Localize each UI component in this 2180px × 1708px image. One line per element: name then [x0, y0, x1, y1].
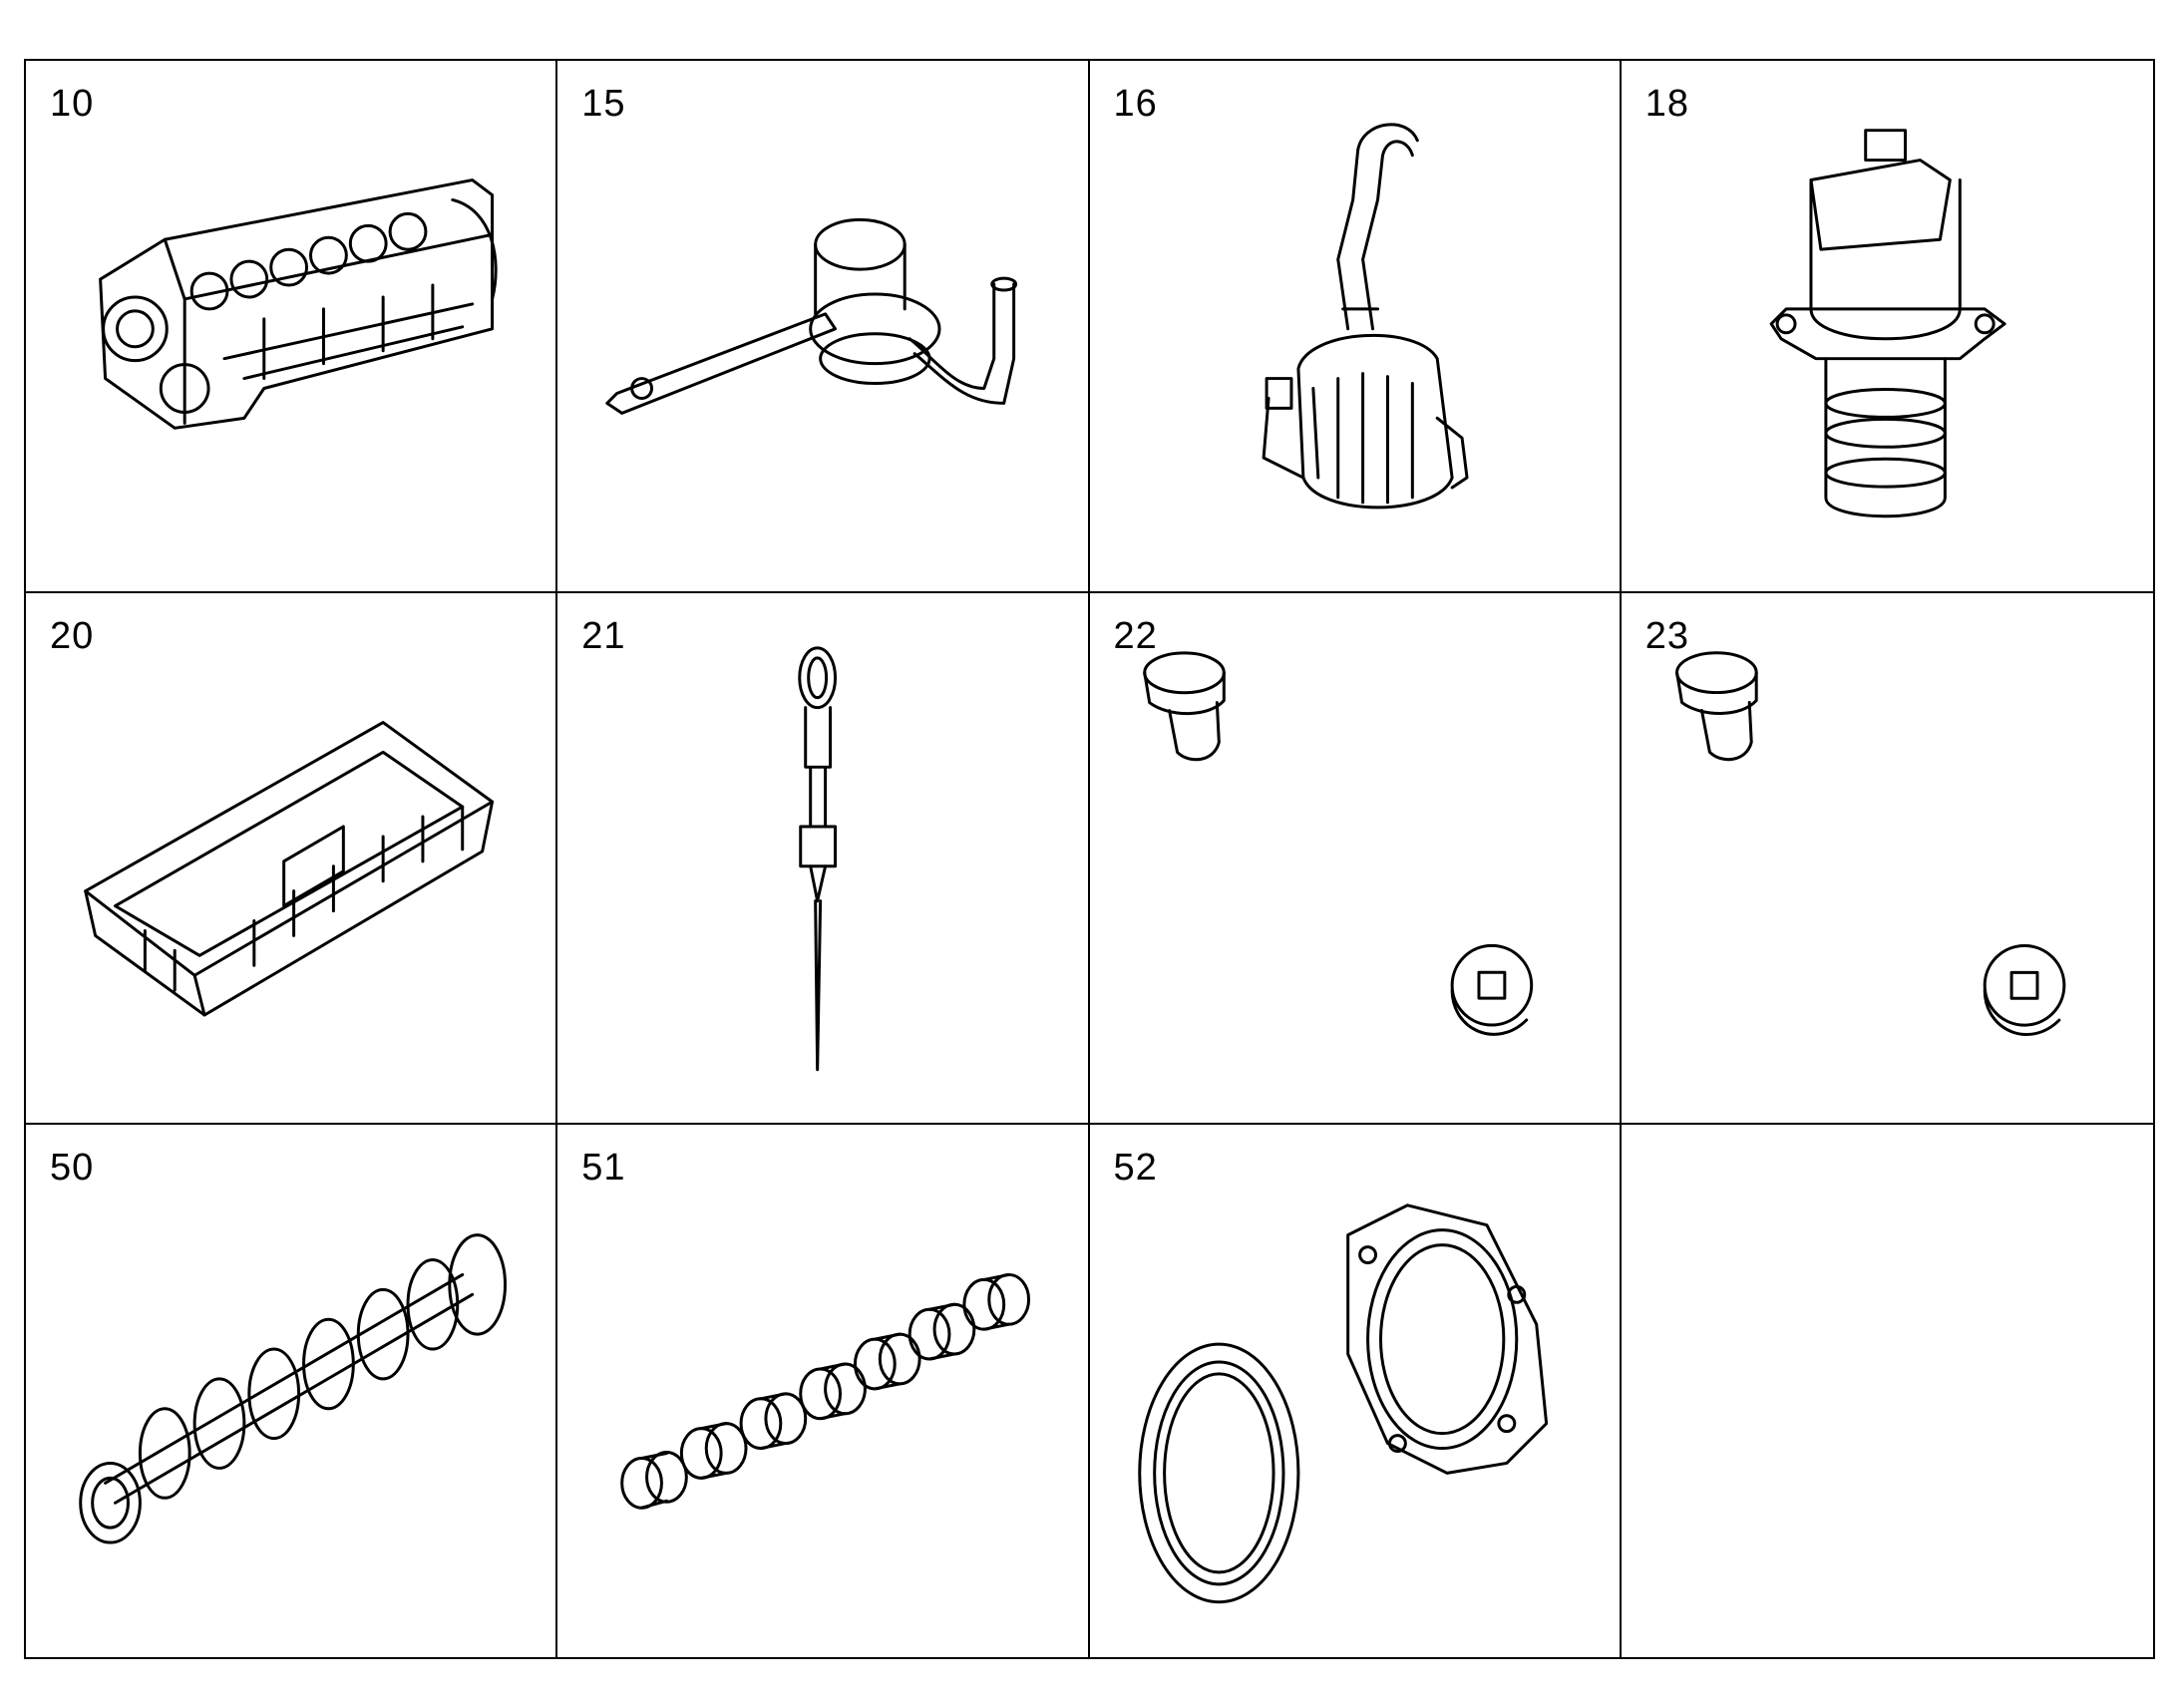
oil-pan-icon: [84, 720, 495, 1017]
part-number: 18: [1644, 83, 1690, 125]
part-number: 10: [50, 83, 95, 125]
part-number: 50: [50, 1147, 95, 1190]
part-cell-22[interactable]: 22: [1089, 592, 1622, 1126]
bearing-shells-icon: [620, 1273, 1031, 1511]
part-cell-51[interactable]: 51: [557, 1125, 1090, 1657]
empty-cell: [1622, 1125, 2153, 1657]
engine-block-icon: [99, 178, 498, 430]
part-cell-50[interactable]: 50: [26, 1125, 558, 1657]
dipstick-icon: [798, 646, 838, 1071]
plug-pair-icon: [1142, 651, 1533, 1036]
part-cell-52[interactable]: 52: [1090, 1125, 1622, 1657]
crankshaft-icon: [79, 1233, 508, 1544]
part-cell-21[interactable]: 21: [557, 592, 1090, 1126]
part-number: 22: [1113, 614, 1158, 657]
part-cell-18[interactable]: 18: [1621, 61, 2153, 593]
part-cell-16[interactable]: 16: [1089, 61, 1622, 593]
seal-housing-icon: [1137, 1203, 1548, 1604]
part-cell-15[interactable]: 15: [557, 61, 1090, 593]
part-cell-23[interactable]: 23: [1621, 593, 2153, 1126]
part-number: 23: [1644, 614, 1690, 657]
part-cell-20[interactable]: 20: [26, 592, 558, 1126]
part-number: 16: [1113, 83, 1158, 125]
part-cell-10[interactable]: 10: [26, 61, 558, 593]
oil-separator-icon: [1262, 123, 1469, 510]
part-number: 51: [581, 1147, 626, 1190]
egr-valve-icon: [1769, 129, 2006, 518]
part-number: 21: [581, 614, 626, 657]
part-number: 52: [1113, 1147, 1158, 1190]
plug-pair-icon: [1674, 650, 2066, 1036]
oil-pickup-tube-icon: [605, 217, 1018, 415]
part-number: 20: [50, 614, 95, 657]
parts-grid: 10 15 16: [24, 59, 2155, 1659]
part-number: 15: [581, 83, 626, 125]
